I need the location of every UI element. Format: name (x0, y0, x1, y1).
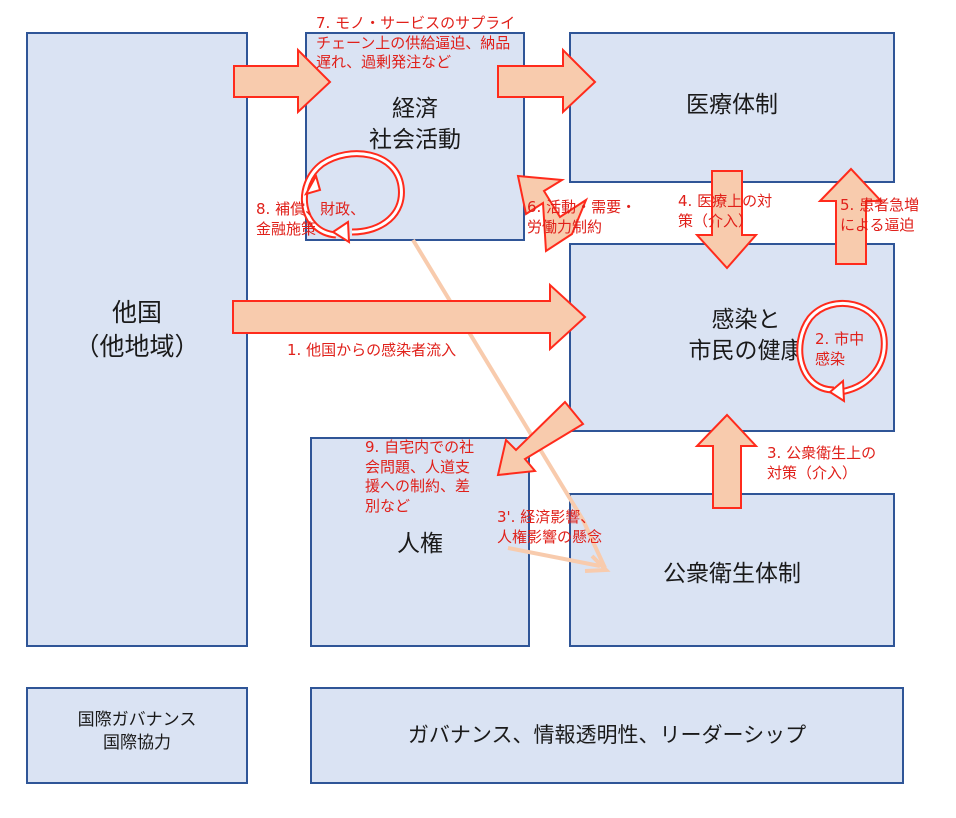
arrow-1 (232, 282, 587, 352)
arrow-3 (694, 413, 759, 509)
label-5-strain: 5. 患者急増 による逼迫 (840, 196, 920, 234)
human-rights-box: 人権 (310, 437, 530, 647)
intl-governance-label: 国際ガバナンス 国際協力 (77, 710, 197, 753)
infection-box: 感染と 市民の健康 (569, 243, 895, 432)
label-2-community: 2. 市中 感染 (815, 330, 865, 368)
label-4-medical: 4. 医療上の対 策（介入） (678, 192, 773, 230)
human-rights-label: 人権 (397, 531, 443, 557)
arrow-3b-branch (507, 546, 601, 568)
arrow-3b-head (584, 554, 611, 573)
infection-label: 感染と 市民の健康 (688, 307, 804, 365)
arrow-9 (496, 400, 585, 477)
economy-label: 経済 社会活動 (369, 96, 461, 154)
arrow-7 (497, 47, 597, 115)
arrow-into-economy (233, 47, 332, 115)
governance-box: ガバナンス、情報透明性、リーダーシップ (310, 687, 904, 784)
economy-box: 経済 社会活動 (305, 32, 525, 241)
label-1-inflow: 1. 他国からの感染者流入 (287, 341, 457, 359)
arrow-5 (817, 167, 884, 265)
label-3b-concerns: 3'. 経済影響、 人権影響の懸念 (497, 508, 603, 546)
label-8-compensation: 8. 補償、財政、 金融施策 (256, 200, 366, 238)
governance-label: ガバナンス、情報透明性、リーダーシップ (407, 723, 807, 747)
label-3-public-health: 3. 公衆衛生上の 対策（介入） (767, 444, 877, 482)
cycle-8-head (331, 220, 351, 244)
arrow-4 (694, 170, 759, 270)
cycle-2-head (828, 378, 846, 403)
intl-governance-box: 国際ガバナンス 国際協力 (26, 687, 248, 784)
public-health-label: 公衆衛生体制 (663, 561, 801, 587)
label-7-supply: 7. モノ・サービスのサプライ チェーン上の供給逼迫、納品 遅れ、過剰発注など (316, 14, 516, 71)
other-countries-box: 他国 （他地域） (26, 32, 248, 647)
other-countries-label: 他国 （他地域） (74, 298, 200, 361)
public-health-box: 公衆衛生体制 (569, 493, 895, 647)
label-9-social: 9. 自宅内での社 会問題、人道支 援への制約、差 別など (365, 438, 475, 515)
medical-label: 医療体制 (686, 92, 778, 118)
arrow-6 (516, 174, 589, 253)
label-6-constraints: 6. 活動・需要・ 労働力制約 (527, 198, 637, 236)
